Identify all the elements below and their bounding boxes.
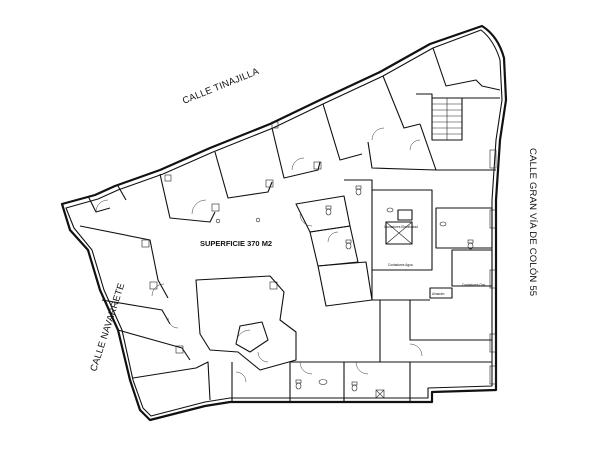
- column: [149, 281, 158, 290]
- column: [313, 161, 322, 170]
- south-offices: [231, 300, 492, 402]
- column: [271, 121, 279, 129]
- lift-shaft: [385, 221, 413, 245]
- sanitary-fixtures: [295, 185, 474, 399]
- shaft-hatch: [375, 389, 385, 399]
- west-offices: [79, 225, 211, 401]
- toilet-icon: [467, 239, 474, 250]
- street-label-west: CALLE NAVARRETE: [88, 282, 127, 373]
- nw-entrance: [87, 185, 127, 213]
- north-offices: [159, 47, 501, 223]
- electric-meters-label: Contadores Electricidad: [384, 225, 418, 229]
- ceiling-point: [215, 218, 221, 224]
- column: [269, 281, 278, 290]
- building-outline: [60, 24, 508, 422]
- toilet-icon: [295, 379, 302, 390]
- toilet-icon: [351, 381, 358, 392]
- service-room: [371, 189, 433, 271]
- column: [211, 203, 220, 212]
- column: [175, 345, 184, 354]
- small-room: [429, 287, 453, 299]
- service-core: [295, 179, 493, 307]
- sink-icon: [386, 207, 394, 213]
- central-room: [195, 275, 297, 371]
- street-label-east: CALLE GRAN VÍA DE COLÓN 55: [527, 148, 538, 296]
- toilet-icon: [345, 239, 352, 250]
- sink-icon: [439, 221, 447, 227]
- east-windows: [489, 149, 497, 385]
- column: [141, 239, 150, 248]
- water-meters-label: Contadores Agua: [388, 263, 413, 267]
- ceiling-point: [255, 217, 261, 223]
- small-room-label: Almacén: [432, 292, 445, 296]
- toilet-icon: [355, 185, 362, 196]
- meter-cabinet: [397, 209, 413, 221]
- stair-core: [367, 93, 500, 171]
- gas-meters-label: Contadores Gas: [462, 283, 486, 287]
- surface-area-label: SUPERFICIE 370 M2: [200, 239, 272, 248]
- street-label-north: CALLE TINAJILLA: [181, 66, 261, 107]
- column: [265, 179, 274, 188]
- column: [164, 174, 172, 182]
- sink-icon: [318, 379, 328, 385]
- toilet-block-east: [435, 207, 493, 249]
- toilet-icon: [325, 205, 332, 216]
- meter-room-east: [451, 249, 493, 287]
